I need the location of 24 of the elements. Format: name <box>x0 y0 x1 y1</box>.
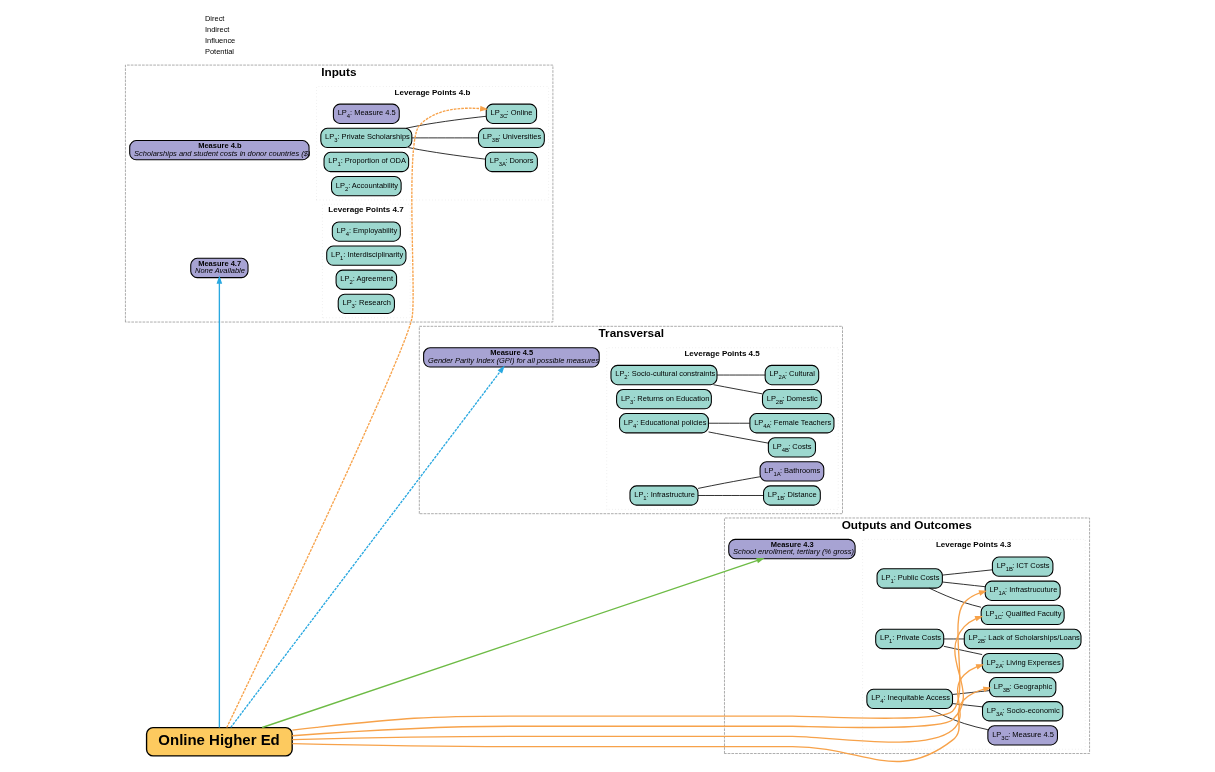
connector <box>697 476 761 489</box>
arrow <box>291 664 985 743</box>
connector <box>411 137 479 139</box>
arrow <box>291 590 988 731</box>
connector <box>928 587 982 608</box>
connector <box>716 374 766 376</box>
connector <box>943 645 983 655</box>
connector <box>952 690 990 695</box>
connector <box>942 581 986 588</box>
connector <box>407 147 486 160</box>
connector <box>697 495 764 496</box>
arrow <box>230 365 505 729</box>
connector <box>942 569 993 576</box>
connector <box>405 115 487 129</box>
connector <box>952 703 983 708</box>
connector <box>713 384 763 395</box>
arrow <box>261 557 765 729</box>
connector <box>943 638 965 640</box>
arrow <box>291 615 984 737</box>
connector <box>928 708 989 731</box>
connector <box>708 431 769 444</box>
node-box: Online Higher Ed <box>145 726 293 757</box>
arrow <box>216 275 223 729</box>
connector <box>708 422 751 424</box>
